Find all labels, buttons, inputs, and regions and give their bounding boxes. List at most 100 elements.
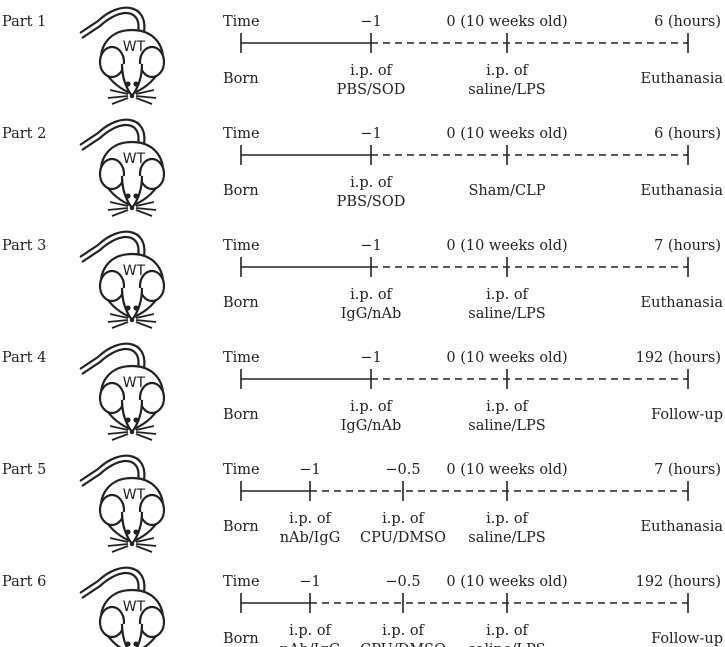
mouse-genotype-label: WT	[123, 151, 146, 167]
tick-event-label: CPU/DMSO	[360, 642, 446, 647]
tick-event-label: saline/LPS	[468, 82, 545, 98]
mouse-ear-right	[138, 45, 166, 79]
end-event-label: Follow-up	[651, 407, 723, 423]
mouse-tail	[81, 347, 140, 375]
mouse-whisker	[109, 425, 129, 431]
mouse-ear-left	[98, 269, 126, 303]
mouse-whisker	[135, 319, 157, 323]
mouse-ear-left	[98, 157, 126, 191]
tick-event-label: i.p. of	[486, 511, 529, 527]
end-time-label: 7 (hours)	[654, 238, 721, 254]
mouse-eye-right	[133, 417, 139, 423]
mouse-whisker	[107, 95, 129, 99]
mouse-ear-right	[138, 269, 166, 303]
mouse-genotype-label: WT	[123, 375, 146, 391]
mouse-nose	[129, 541, 135, 547]
mouse-head	[120, 623, 144, 647]
mouse-ear-right	[138, 381, 166, 415]
mouse-tail-outline	[79, 230, 146, 258]
mouse-whisker	[107, 207, 129, 211]
end-event-label: Euthanasia	[641, 183, 724, 199]
born-label: Born	[223, 407, 259, 423]
end-time-label: 192 (hours)	[636, 350, 721, 366]
mouse-nose	[129, 429, 135, 435]
mouse-whisker	[109, 537, 129, 543]
tick-time-label: 0 (10 weeks old)	[446, 238, 567, 254]
tick-event-label: IgG/nAb	[341, 418, 402, 434]
tick-event-label: nAb/IgG	[280, 530, 341, 546]
time-label: Time	[223, 126, 260, 142]
tick-event-label: i.p. of	[350, 175, 393, 191]
mouse-eye-right	[133, 81, 139, 87]
tick-event-label: i.p. of	[289, 623, 332, 639]
time-label: Time	[223, 462, 260, 478]
mouse-ear-left	[98, 493, 126, 527]
mouse-ear-right	[138, 157, 166, 191]
mouse-ear-right	[138, 493, 166, 527]
mouse-genotype-label: WT	[123, 487, 146, 503]
tick-time-label: −1	[299, 462, 320, 478]
tick-event-label: CPU/DMSO	[360, 530, 446, 546]
tick-event-label: i.p. of	[382, 623, 425, 639]
tick-event-label: Sham/CLP	[468, 183, 545, 199]
tick-event-label: i.p. of	[289, 511, 332, 527]
tick-event-label: saline/LPS	[468, 306, 545, 322]
tick-event-label: i.p. of	[382, 511, 425, 527]
tick-time-label: −1	[360, 350, 381, 366]
mouse-ear-left	[98, 381, 126, 415]
part-label: Part 3	[2, 238, 46, 254]
mouse-whisker	[109, 89, 129, 95]
end-event-label: Euthanasia	[641, 295, 724, 311]
tick-time-label: −0.5	[385, 574, 420, 590]
tick-time-label: 0 (10 weeks old)	[446, 574, 567, 590]
tick-time-label: −1	[360, 14, 381, 30]
tick-event-label: i.p. of	[350, 287, 393, 303]
mouse-eye-left	[125, 641, 131, 647]
mouse-tail	[81, 571, 140, 599]
mouse-eye-left	[125, 305, 131, 311]
mouse-tail-outline	[79, 118, 146, 146]
mouse-eye-right	[133, 529, 139, 535]
born-label: Born	[223, 295, 259, 311]
mouse-illustration: WT	[79, 6, 166, 105]
time-label: Time	[223, 350, 260, 366]
tick-event-label: i.p. of	[486, 287, 529, 303]
mouse-eye-right	[133, 641, 139, 647]
tick-event-label: i.p. of	[486, 399, 529, 415]
mouse-whisker	[111, 321, 129, 329]
mouse-eye-right	[133, 193, 139, 199]
tick-time-label: −1	[360, 126, 381, 142]
tick-event-label: PBS/SOD	[337, 82, 406, 98]
tick-event-label: IgG/nAb	[341, 306, 402, 322]
end-time-label: 7 (hours)	[654, 462, 721, 478]
mouse-whisker	[111, 433, 129, 441]
born-label: Born	[223, 183, 259, 199]
tick-event-label: i.p. of	[350, 399, 393, 415]
mouse-ear-left	[98, 605, 126, 639]
end-time-label: 6 (hours)	[654, 14, 721, 30]
mouse-eye-left	[125, 193, 131, 199]
tick-event-label: i.p. of	[486, 623, 529, 639]
end-event-label: Euthanasia	[641, 519, 724, 535]
mouse-whisker	[135, 201, 155, 207]
mouse-whisker	[135, 97, 153, 105]
mouse-genotype-label: WT	[123, 599, 146, 615]
end-event-label: Euthanasia	[641, 71, 724, 87]
time-label: Time	[223, 238, 260, 254]
end-time-label: 6 (hours)	[654, 126, 721, 142]
mouse-whisker	[135, 313, 155, 319]
time-label: Time	[223, 14, 260, 30]
tick-time-label: −1	[360, 238, 381, 254]
tick-time-label: 0 (10 weeks old)	[446, 126, 567, 142]
tick-time-label: 0 (10 weeks old)	[446, 350, 567, 366]
mouse-whisker	[109, 313, 129, 319]
mouse-tail-outline	[79, 454, 146, 482]
tick-event-label: saline/LPS	[468, 642, 545, 647]
mouse-whisker	[107, 319, 129, 323]
end-time-label: 192 (hours)	[636, 574, 721, 590]
end-event-label: Follow-up	[651, 631, 723, 647]
part-label: Part 6	[2, 574, 46, 590]
